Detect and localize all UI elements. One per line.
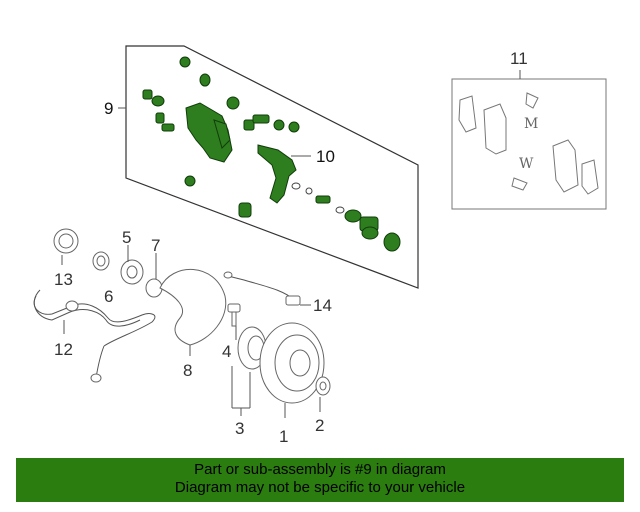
- pad-letter-m: M: [524, 116, 538, 132]
- banner-line-2: Diagram may not be specific to your vehi…: [174, 479, 466, 496]
- part-4: [227, 303, 241, 340]
- part-12: [33, 289, 156, 383]
- part-8: [159, 268, 227, 356]
- part-14: [223, 271, 311, 306]
- callout-6[interactable]: 6: [104, 287, 113, 306]
- callout-11[interactable]: 11: [510, 49, 528, 68]
- part-7: [145, 253, 163, 298]
- callout-1[interactable]: 1: [279, 427, 288, 446]
- pad-letter-w: W: [519, 156, 534, 172]
- callout-4[interactable]: 4: [222, 342, 231, 361]
- callout-7[interactable]: 7: [151, 236, 160, 255]
- hub-assembly: [237, 326, 267, 370]
- small-hardware: [291, 182, 345, 214]
- part-6: [92, 251, 110, 271]
- part-2: [315, 376, 331, 412]
- part-5: [120, 245, 144, 285]
- callout-8[interactable]: 8: [183, 361, 192, 380]
- callout-3-bracket: [231, 366, 251, 416]
- part-13: [53, 228, 79, 265]
- callout-3[interactable]: 3: [235, 419, 244, 438]
- caliper-parts-highlighted: [142, 56, 401, 252]
- callout-5[interactable]: 5: [122, 228, 131, 247]
- brake-pad-set-panel[interactable]: M W: [451, 78, 607, 210]
- part-1-rotor: [259, 322, 325, 418]
- banner-line-1: Part or sub-assembly is #9 in diagram: [194, 461, 446, 478]
- callout-2[interactable]: 2: [315, 416, 324, 435]
- caliper-assembly-panel[interactable]: [125, 45, 419, 289]
- callout-13[interactable]: 13: [54, 270, 73, 289]
- callout-9[interactable]: 9: [104, 99, 113, 118]
- info-banner: Part or sub-assembly is #9 in diagram Di…: [16, 458, 624, 502]
- callout-12[interactable]: 12: [54, 340, 73, 359]
- callout-10[interactable]: 10: [316, 147, 335, 166]
- callout-14[interactable]: 14: [313, 296, 332, 315]
